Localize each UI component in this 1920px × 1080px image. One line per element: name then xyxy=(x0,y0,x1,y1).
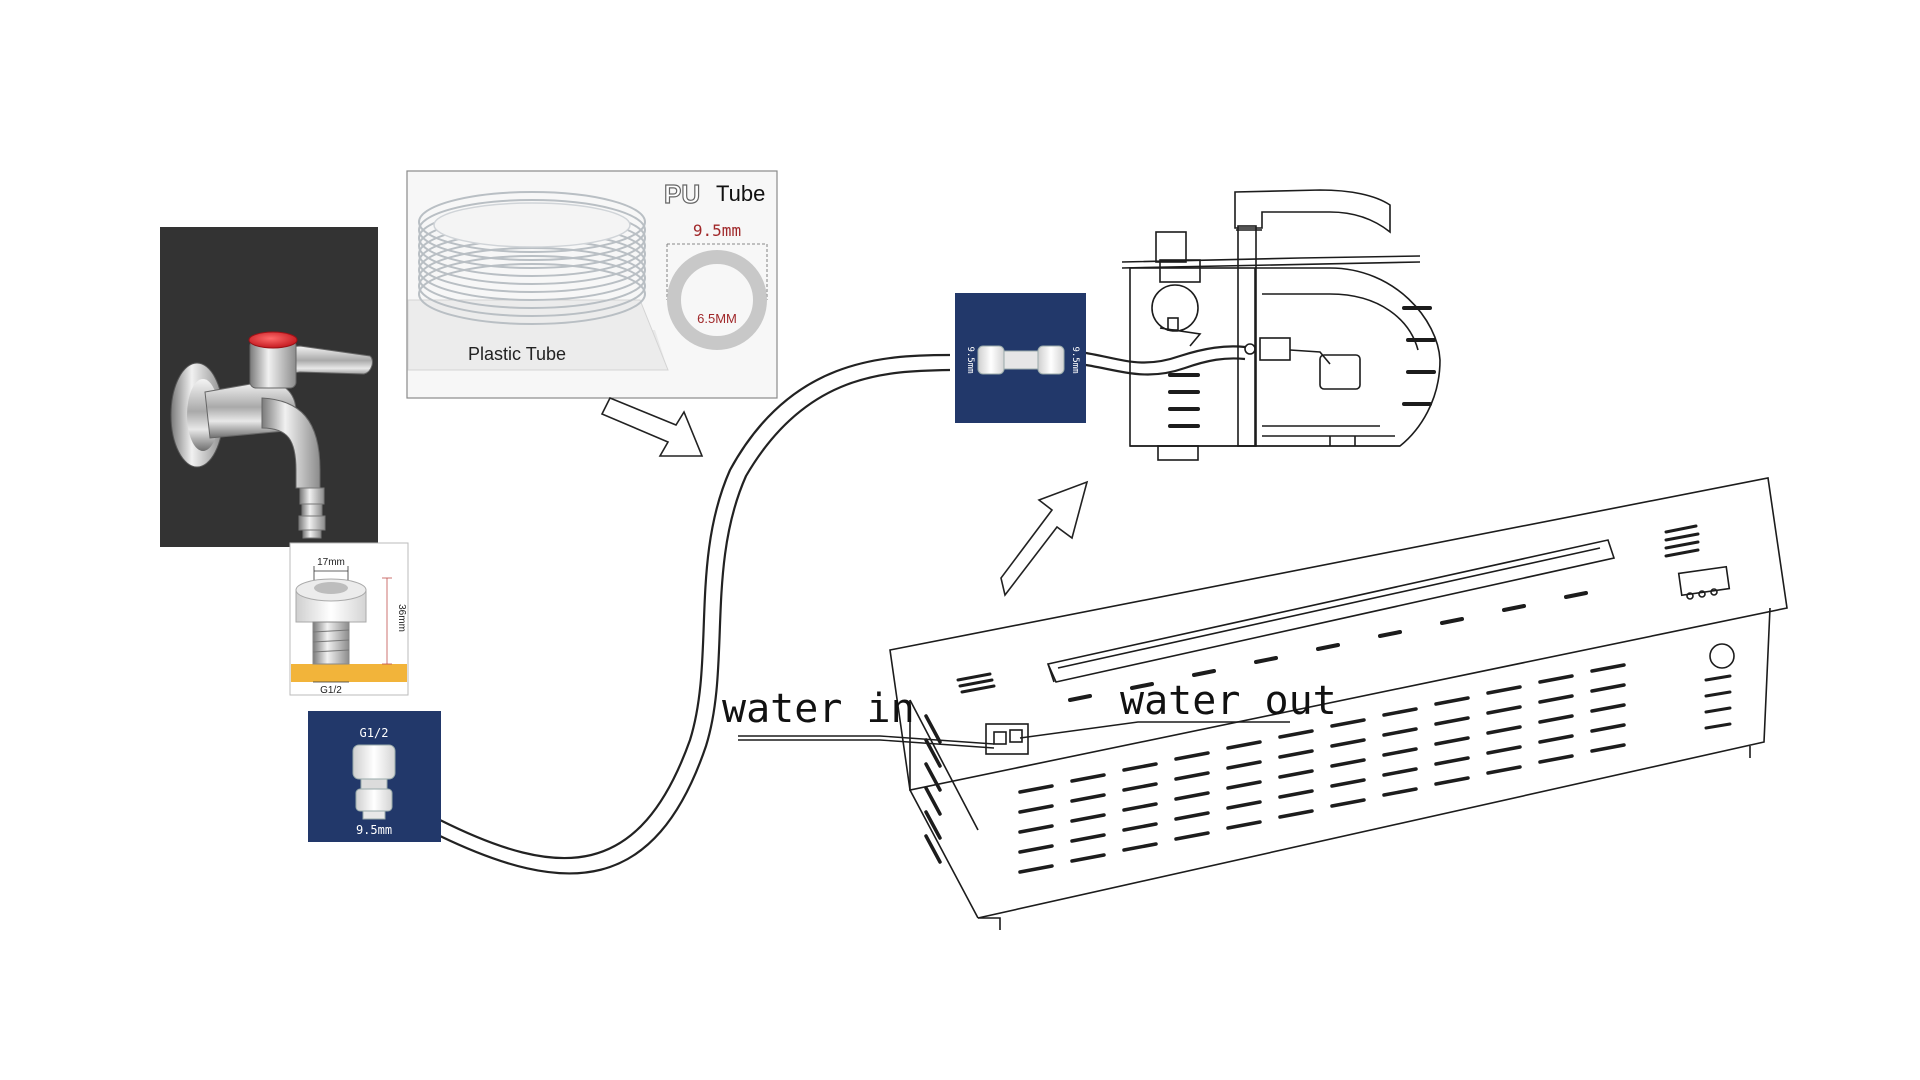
arrow-down-right xyxy=(600,396,704,457)
connector-tube-label: 9.5mm xyxy=(356,823,392,837)
arrow-up-right xyxy=(1000,480,1089,597)
connector-thread-label: G1/2 xyxy=(360,726,389,740)
adapter-height-label: 36mm xyxy=(396,604,407,632)
tube-cross-section xyxy=(667,250,767,350)
outer-diameter-label: 9.5mm xyxy=(693,221,741,240)
plastic-tube-caption: Plastic Tube xyxy=(468,344,566,364)
water-out-label: water out xyxy=(1120,678,1337,724)
tap-quick-connector-image: G1/2 9.5mm xyxy=(308,711,441,842)
tap-adapter-image: 17mm 36mm G1/2 xyxy=(289,542,409,696)
water-in-label: water in xyxy=(722,686,915,732)
water-tap-image xyxy=(160,227,378,547)
inline-right-label: 9.5mm xyxy=(1070,346,1080,373)
water-tube-route xyxy=(439,345,1246,875)
tap-hot-indicator xyxy=(248,331,298,349)
fireplace-insert-drawing xyxy=(889,477,1788,930)
coiled-tube-graphic xyxy=(418,191,646,325)
pu-tube-image: Plastic Tube PU Tube 9.5mm 6.5MM xyxy=(406,170,778,399)
adapter-base-shelf xyxy=(291,664,407,682)
inner-diameter-label: 6.5MM xyxy=(697,311,737,326)
tube-title: Tube xyxy=(716,181,765,206)
water-tank-detail-drawing xyxy=(1121,189,1441,461)
adapter-thread-label: G1/2 xyxy=(320,685,342,696)
adapter-thread xyxy=(312,621,350,665)
inline-quick-connector-image: 9.5mm 9.5mm xyxy=(955,293,1086,423)
pu-brand-mark: PU xyxy=(664,179,700,209)
adapter-width-label: 17mm xyxy=(317,557,345,568)
inline-left-label: 9.5mm xyxy=(965,346,975,373)
water-port-leaders xyxy=(738,721,1290,749)
